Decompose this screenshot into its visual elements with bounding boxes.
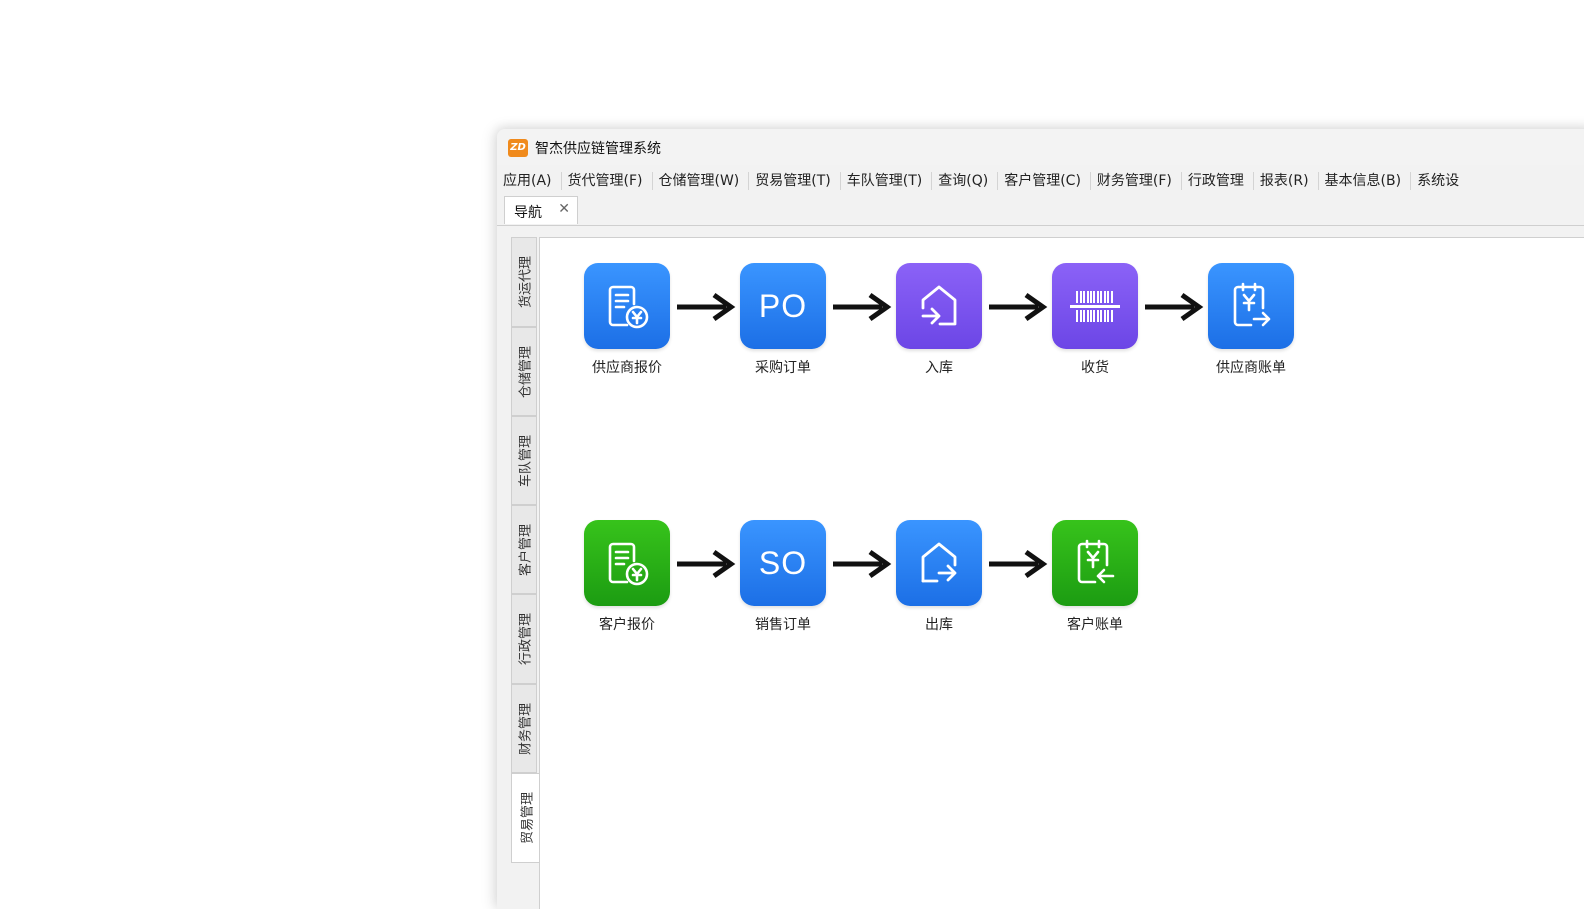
menu-basic-info[interactable]: 基本信息(B) (1319, 172, 1412, 190)
quote-icon[interactable] (584, 520, 670, 606)
menu-admin[interactable]: 行政管理 (1182, 172, 1254, 190)
sidebar-item-warehouse[interactable]: 仓储管理 (511, 327, 537, 416)
menu-finance[interactable]: 财务管理(F) (1091, 172, 1182, 190)
po-code: PO (758, 287, 808, 324)
menu-trade[interactable]: 贸易管理(T) (749, 172, 841, 190)
flow-arrow-icon (677, 292, 736, 322)
flow-node-label: 入库 (925, 360, 953, 376)
menu-fleet[interactable]: 车队管理(T) (841, 172, 933, 190)
navigation-canvas: 供应商报价 PO 采购订单 入库 (539, 237, 1584, 909)
sidebar-item-fleet[interactable]: 车队管理 (511, 416, 537, 505)
flow-arrow-icon (989, 549, 1048, 579)
menu-app[interactable]: 应用(A) (497, 172, 562, 190)
quote-icon[interactable] (584, 263, 670, 349)
flow-arrow-icon (833, 549, 892, 579)
so-code: SO (758, 544, 808, 581)
sidebar-item-customer[interactable]: 客户管理 (511, 505, 537, 594)
flow-node-label: 客户账单 (1067, 617, 1123, 633)
flow-node-label: 收货 (1081, 360, 1109, 376)
sidebar-item-label: 财务管理 (518, 702, 534, 755)
sidebar-item-finance[interactable]: 财务管理 (511, 684, 537, 773)
menu-query[interactable]: 查询(Q) (932, 172, 999, 190)
sidebar-item-label: 行政管理 (518, 612, 534, 666)
sidebar-item-label: 仓储管理 (518, 345, 534, 398)
flow-node-label: 供应商账单 (1216, 360, 1286, 376)
flow-node-label: 客户报价 (599, 617, 655, 633)
flow-node-sales-order[interactable]: SO 销售订单 (728, 520, 838, 634)
sidebar-item-label: 客户管理 (518, 523, 534, 576)
flow-node-purchase-order[interactable]: PO 采购订单 (728, 263, 838, 377)
flow-node-supplier-quote[interactable]: 供应商报价 (572, 263, 682, 377)
flow-node-customer-bill[interactable]: 客户账单 (1040, 520, 1150, 634)
app-logo-icon: ZD (508, 139, 528, 157)
close-icon[interactable]: ✕ (558, 201, 570, 217)
sidebar-item-label: 货运代理 (518, 255, 534, 309)
sidebar-item-freight-forwarding[interactable]: 货运代理 (511, 237, 537, 327)
sidebar-item-label: 贸易管理 (520, 791, 535, 845)
flow-node-stock-in[interactable]: 入库 (884, 263, 994, 377)
document-tab-bar: 导航 ✕ (497, 195, 1584, 226)
flow-arrow-icon (1145, 292, 1204, 322)
flow-arrow-icon (833, 292, 892, 322)
menu-bar: 应用(A) 货代管理(F) 仓储管理(W) 贸易管理(T) 车队管理(T) 查询… (497, 167, 1584, 195)
flow-node-stock-out[interactable]: 出库 (884, 520, 994, 634)
flow-node-supplier-bill[interactable]: 供应商账单 (1196, 263, 1306, 377)
flow-node-customer-quote[interactable]: 客户报价 (572, 520, 682, 634)
po-icon[interactable]: PO (740, 263, 826, 349)
flow-node-label: 采购订单 (755, 360, 811, 376)
flow-arrow-icon (989, 292, 1048, 322)
flow-arrow-icon (677, 549, 736, 579)
app-window: ZD 智杰供应链管理系统 应用(A) 货代管理(F) 仓储管理(W) 贸易管理(… (497, 129, 1584, 909)
flow-node-label: 供应商报价 (592, 360, 662, 376)
menu-system[interactable]: 系统设 (1417, 173, 1460, 189)
sidebar-item-trade[interactable]: 贸易管理 (511, 773, 539, 863)
menu-warehouse[interactable]: 仓储管理(W) (653, 172, 750, 190)
menu-reports[interactable]: 报表(R) (1254, 172, 1319, 190)
tab-navigation[interactable]: 导航 ✕ (504, 196, 578, 224)
menu-freight[interactable]: 货代管理(F) (562, 172, 653, 190)
bill-in-icon[interactable] (1052, 520, 1138, 606)
barcode-icon[interactable] (1052, 263, 1138, 349)
window-title: 智杰供应链管理系统 (535, 141, 661, 157)
flow-node-label: 出库 (925, 617, 953, 633)
flow-node-label: 销售订单 (755, 617, 811, 633)
menu-customer[interactable]: 客户管理(C) (998, 172, 1091, 190)
sidebar-item-admin[interactable]: 行政管理 (511, 594, 537, 684)
title-bar: ZD 智杰供应链管理系统 (497, 129, 1584, 165)
warehouse-in-icon[interactable] (896, 263, 982, 349)
warehouse-out-icon[interactable] (896, 520, 982, 606)
sidebar-item-label: 车队管理 (518, 434, 534, 487)
so-icon[interactable]: SO (740, 520, 826, 606)
bill-out-icon[interactable] (1208, 263, 1294, 349)
module-sidebar: 货运代理 仓储管理 车队管理 客户管理 行政管理 财务管理 贸易管理 (511, 237, 539, 909)
tab-navigation-label: 导航 (514, 205, 542, 221)
flow-node-receiving[interactable]: 收货 (1040, 263, 1150, 377)
